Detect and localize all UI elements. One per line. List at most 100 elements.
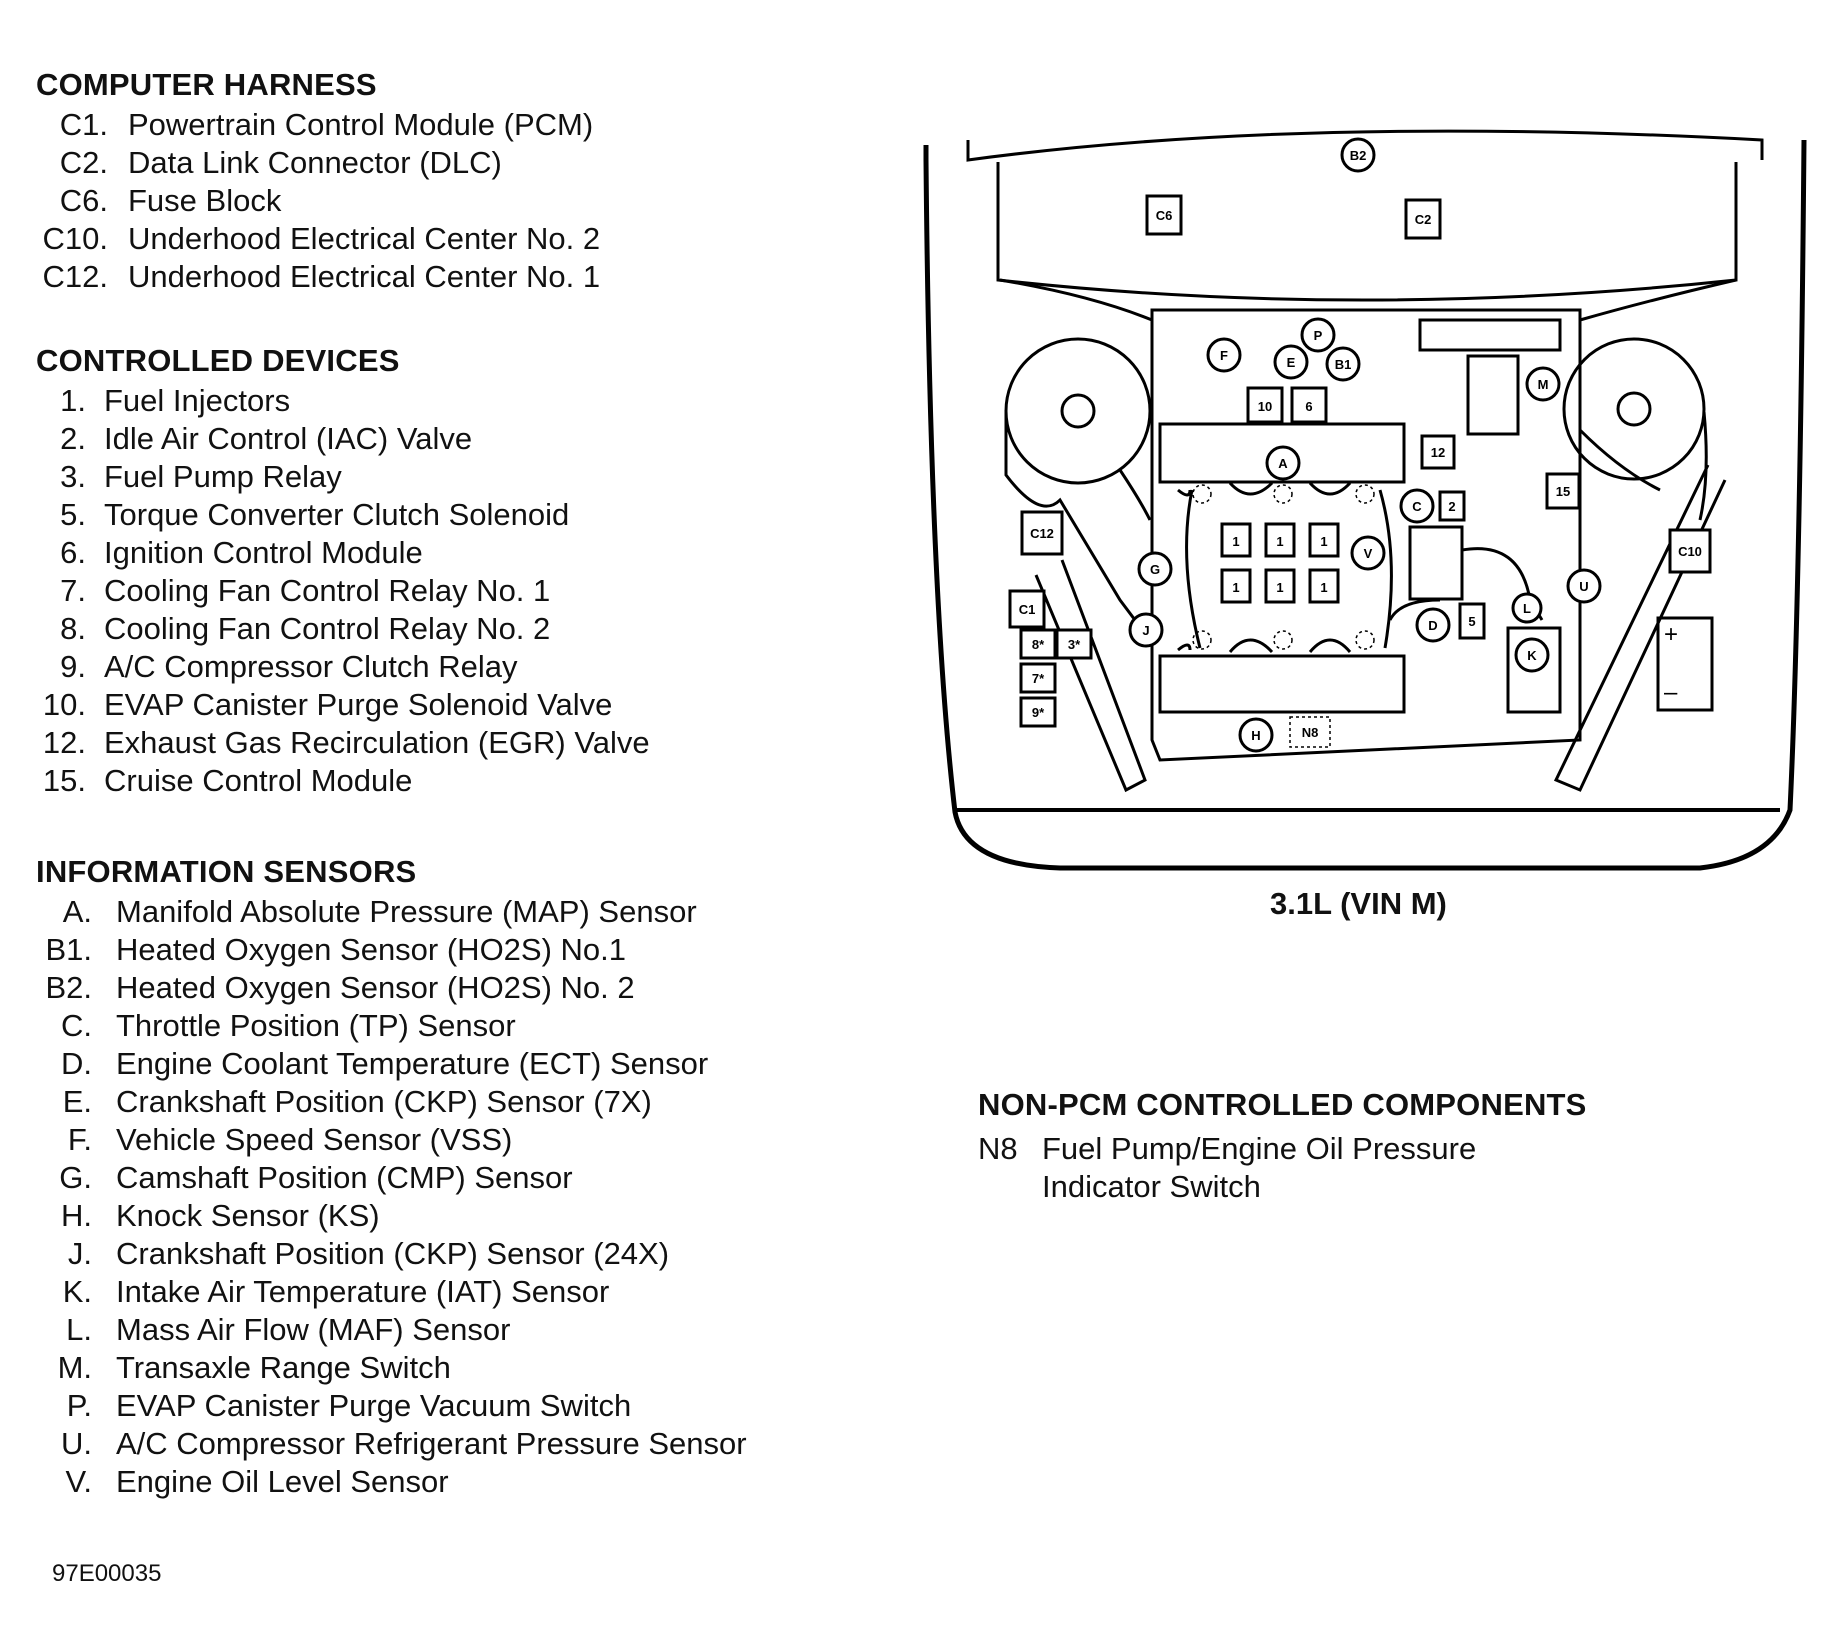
sensor-j-marker [1128, 612, 1164, 648]
item-label: Heated Oxygen Sensor (HO2S) No.1 [116, 932, 627, 967]
figure-number: 97E00035 [52, 1560, 162, 1587]
list-item: 5.Torque Converter Clutch Solenoid [36, 496, 650, 534]
fuel-injector-label: 1 [1232, 580, 1239, 595]
fuel-injector-label: 1 [1320, 534, 1327, 549]
list-item: L. Mass Air Flow (MAF) Sensor [36, 1311, 747, 1349]
sensor-k-label: K [1527, 648, 1537, 663]
fuel-injector-label: 1 [1320, 580, 1327, 595]
sensor-g-marker [1137, 551, 1173, 587]
item-code: J. [67, 1236, 92, 1271]
list-item: G. Camshaft Position (CMP) Sensor [36, 1159, 747, 1197]
sensor-u-marker [1566, 568, 1602, 604]
item-code: 15. [42, 763, 86, 798]
item-code: M. [57, 1350, 92, 1385]
sensor-d-marker [1415, 607, 1451, 643]
item-label: Heated Oxygen Sensor (HO2S) No. 2 [116, 970, 635, 1005]
section-title: INFORMATION SENSORS [36, 854, 417, 889]
item-label: Cooling Fan Control Relay No. 2 [104, 611, 551, 646]
fuel-injector [1308, 568, 1340, 604]
sensor-a-label: A [1278, 456, 1288, 471]
sensor-v-marker [1350, 535, 1386, 571]
item-label: Crankshaft Position (CKP) Sensor (7X) [116, 1084, 652, 1119]
sensor-v-label: V [1364, 546, 1373, 561]
fuel-injector [1264, 568, 1296, 604]
list-item: C12.Underhood Electrical Center No. 1 [36, 258, 601, 296]
connector-c12 [1020, 510, 1064, 556]
item-code: C. [61, 1008, 92, 1043]
list-item: F.Vehicle Speed Sensor (VSS) [36, 1121, 747, 1159]
sensor-p-marker [1300, 317, 1336, 353]
section-title: CONTROLLED DEVICES [36, 343, 400, 378]
connector-c2 [1404, 198, 1442, 240]
sensor-h-label: H [1251, 728, 1260, 743]
device-8-label: 8* [1032, 637, 1045, 652]
device-2-label: 2 [1448, 499, 1455, 514]
list-item: H. Knock Sensor (KS) [36, 1197, 747, 1235]
fuel-injector-label: 1 [1276, 534, 1283, 549]
device-3-label: 3* [1068, 637, 1081, 652]
list-item: C1.Powertrain Control Module (PCM) [36, 106, 600, 144]
sensor-a-marker [1265, 445, 1301, 481]
item-label-continuation: Indicator Switch [1042, 1169, 1261, 1204]
item-code: C1. [59, 107, 108, 142]
sensor-b2-marker [1340, 137, 1376, 173]
list-item: 2.Idle Air Control (IAC) Valve [36, 420, 650, 458]
item-code: 2. [60, 421, 86, 456]
device-9-label: 9* [1032, 705, 1045, 720]
sensor-j-label: J [1142, 623, 1149, 638]
item-label: Camshaft Position (CMP) Sensor [116, 1160, 573, 1195]
item-code: L. [66, 1312, 92, 1347]
fuel-injector [1220, 568, 1252, 604]
battery-minus-sign: – [1664, 679, 1678, 706]
item-code: 12. [42, 725, 86, 760]
sensor-l-marker [1511, 592, 1543, 624]
list-item: E. Crankshaft Position (CKP) Sensor (7X) [36, 1083, 747, 1121]
item-code: C6. [59, 183, 108, 218]
connector-c12-label: C12 [1030, 526, 1054, 541]
diagram-caption: 3.1L (VIN M) [1270, 886, 1447, 921]
device-8-box [1019, 628, 1057, 660]
item-label: Vehicle Speed Sensor (VSS) [116, 1122, 513, 1157]
item-label: Mass Air Flow (MAF) Sensor [116, 1312, 511, 1347]
device-5-box [1458, 602, 1486, 640]
item-code: V. [65, 1464, 92, 1499]
fuel-injector [1264, 522, 1296, 558]
item-label: Ignition Control Module [104, 535, 423, 570]
battery-plus-sign: + [1664, 621, 1678, 648]
item-code: E. [62, 1084, 92, 1119]
fuel-injector [1308, 522, 1340, 558]
list-item: K.Intake Air Temperature (IAT) Sensor [36, 1273, 747, 1311]
sensor-l-label: L [1523, 601, 1531, 616]
sensor-e-marker [1273, 344, 1309, 380]
sensor-e-label: E [1287, 355, 1296, 370]
item-label: Knock Sensor (KS) [116, 1198, 380, 1233]
connector-c1 [1008, 589, 1046, 629]
connector-c10-label: C10 [1678, 544, 1702, 559]
item-label: Fuel Pump/Engine Oil Pressure [1042, 1131, 1477, 1166]
device-12-box [1420, 434, 1456, 470]
list-item: M.Transaxle Range Switch [36, 1349, 747, 1387]
device-10-box [1246, 386, 1284, 424]
sensor-g-label: G [1150, 562, 1160, 577]
sensor-k-marker [1514, 637, 1550, 673]
item-code: A. [62, 894, 92, 929]
item-code: 3. [60, 459, 86, 494]
item-code: G. [59, 1160, 92, 1195]
device-3-box [1055, 628, 1093, 660]
controlled-devices-section: CONTROLLED DEVICES 1.Fuel Injectors 2.Id… [36, 342, 650, 800]
fuel-injector-label: 1 [1276, 580, 1283, 595]
sensor-m-marker [1525, 366, 1561, 402]
device-6-label: 6 [1305, 399, 1312, 414]
item-label: Fuel Injectors [104, 383, 291, 418]
device-5-label: 5 [1468, 614, 1475, 629]
item-label: EVAP Canister Purge Vacuum Switch [116, 1388, 632, 1423]
sensor-d-label: D [1428, 618, 1437, 633]
device-15-box [1545, 472, 1581, 510]
item-code: H. [61, 1198, 92, 1233]
device-9-box [1019, 696, 1057, 728]
item-label: Engine Oil Level Sensor [116, 1464, 449, 1499]
item-label: Crankshaft Position (CKP) Sensor (24X) [116, 1236, 670, 1271]
item-label: Intake Air Temperature (IAT) Sensor [116, 1274, 610, 1309]
list-item: P.EVAP Canister Purge Vacuum Switch [36, 1387, 747, 1425]
